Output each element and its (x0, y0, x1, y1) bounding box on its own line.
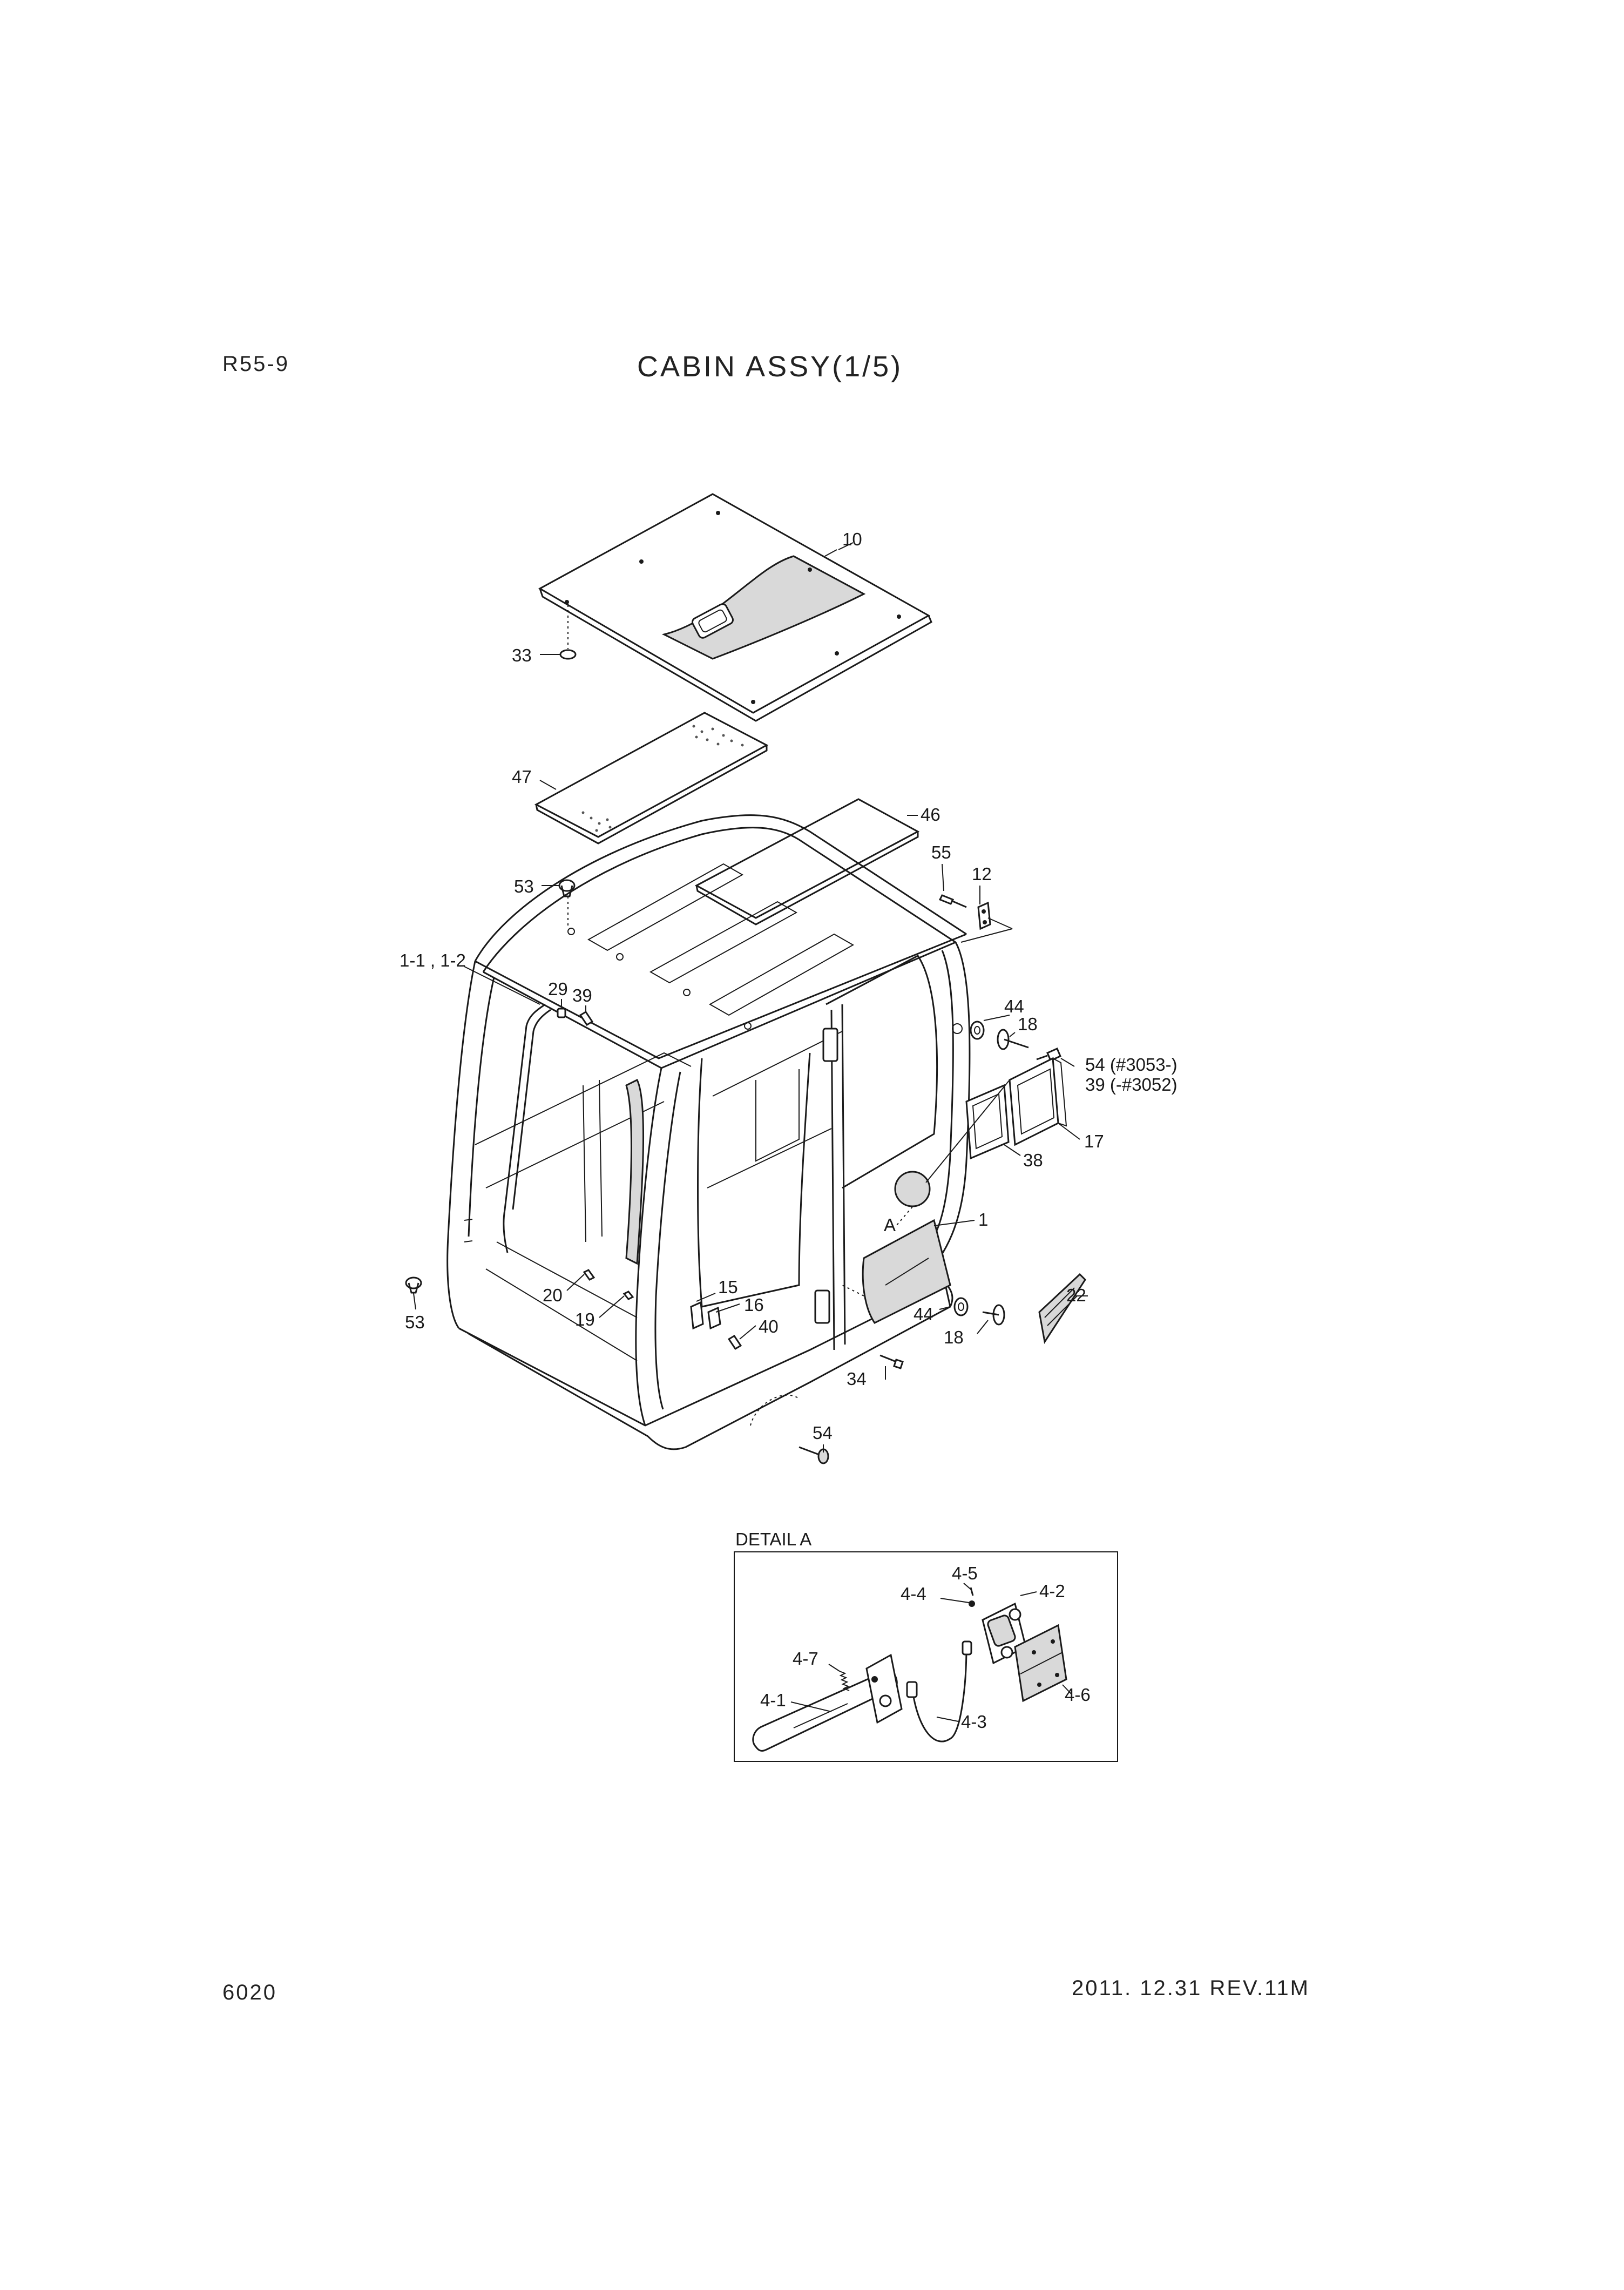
bolt-part-55 (938, 894, 967, 908)
bolt-part-40 (727, 1334, 742, 1350)
callout-17: 17 (1084, 1131, 1104, 1151)
callout-33: 33 (512, 645, 532, 665)
plate-part-16 (707, 1306, 721, 1330)
callout-10: 10 (842, 529, 862, 549)
callout-39: 39 (572, 985, 592, 1005)
plate-part-15 (690, 1301, 704, 1330)
callout-4-2: 4-2 (1039, 1581, 1065, 1601)
model-code: R55-9 (222, 352, 289, 376)
roof-mat-part-46 (694, 798, 920, 926)
callout-38: 38 (1023, 1150, 1043, 1170)
cabin-frame-part-1 (446, 799, 971, 1450)
callout-15: 15 (718, 1277, 738, 1297)
detail-marker-a: A (884, 1215, 896, 1235)
detail-a-title: DETAIL A (735, 1529, 811, 1549)
knob-part-18-top (997, 1029, 1029, 1050)
callout-53-bottom: 53 (405, 1312, 425, 1332)
seal-part-38 (965, 1084, 1010, 1160)
callout-18-top: 18 (1018, 1014, 1038, 1034)
bolt-part-54-top (1036, 1048, 1061, 1062)
roof-cover-part-10 (538, 493, 932, 722)
page-number: 6020 (222, 1981, 277, 2004)
callout-47: 47 (512, 767, 532, 787)
key-part-54 (750, 1394, 829, 1464)
callout-44-top: 44 (1004, 996, 1024, 1016)
bracket-part-12 (977, 901, 991, 930)
callout-19: 19 (575, 1309, 595, 1329)
bolt-part-34 (879, 1354, 904, 1369)
cap-part-53-bottom (405, 1276, 422, 1294)
callout-4-3: 4-3 (961, 1712, 987, 1732)
callout-12: 12 (972, 864, 992, 884)
callout-1-1-1-2: 1-1 , 1-2 (400, 950, 466, 970)
callout-29: 29 (548, 979, 568, 999)
callout-54-bottom: 54 (813, 1423, 833, 1443)
callout-46: 46 (921, 805, 940, 825)
weatherstrip-part-1-1 (503, 1003, 551, 1253)
callout-44-bottom: 44 (914, 1304, 933, 1324)
callout-54-serial: 54 (#3053-) (1085, 1055, 1178, 1075)
callout-53-top: 53 (514, 876, 534, 896)
callout-labels: 10 33 47 46 55 12 53 1-1 , 1-2 29 39 44 … (400, 529, 1178, 1732)
cap-part-53-top (558, 879, 576, 929)
bolt-part-20 (583, 1269, 596, 1281)
callout-1: 1 (978, 1210, 988, 1230)
detail-a-box (734, 1551, 1118, 1762)
callout-4-1: 4-1 (760, 1690, 786, 1710)
callout-16: 16 (744, 1295, 764, 1315)
callout-20: 20 (543, 1285, 563, 1305)
callout-22: 22 (1066, 1285, 1086, 1305)
knob-part-18-bottom (982, 1304, 1005, 1326)
bolt-part-39 (579, 1010, 594, 1026)
callout-4-4: 4-4 (901, 1584, 926, 1604)
washer-part-44-top (970, 1021, 985, 1040)
washer-part-44-bottom (953, 1297, 969, 1316)
clip-part-19 (622, 1291, 634, 1300)
roof-mat-part-47 (534, 712, 769, 845)
callout-39-serial: 39 (-#3052) (1085, 1075, 1178, 1095)
revision-date: 2011. 12.31 REV.11M (1072, 1976, 1310, 2000)
page-title: CABIN ASSY(1/5) (637, 350, 903, 383)
cover-part-17 (1009, 1057, 1067, 1146)
clip-part-29 (557, 1008, 566, 1018)
callout-18-bottom: 18 (944, 1327, 964, 1347)
washer-part-33 (559, 605, 577, 660)
callout-55: 55 (931, 842, 951, 862)
callout-40: 40 (759, 1316, 779, 1336)
cover-part-22 (1038, 1273, 1086, 1344)
callout-4-5: 4-5 (952, 1563, 978, 1583)
leader-lines (413, 542, 1088, 1453)
callout-4-7: 4-7 (793, 1649, 818, 1668)
callout-4-6: 4-6 (1065, 1685, 1091, 1705)
callout-34: 34 (847, 1369, 867, 1389)
